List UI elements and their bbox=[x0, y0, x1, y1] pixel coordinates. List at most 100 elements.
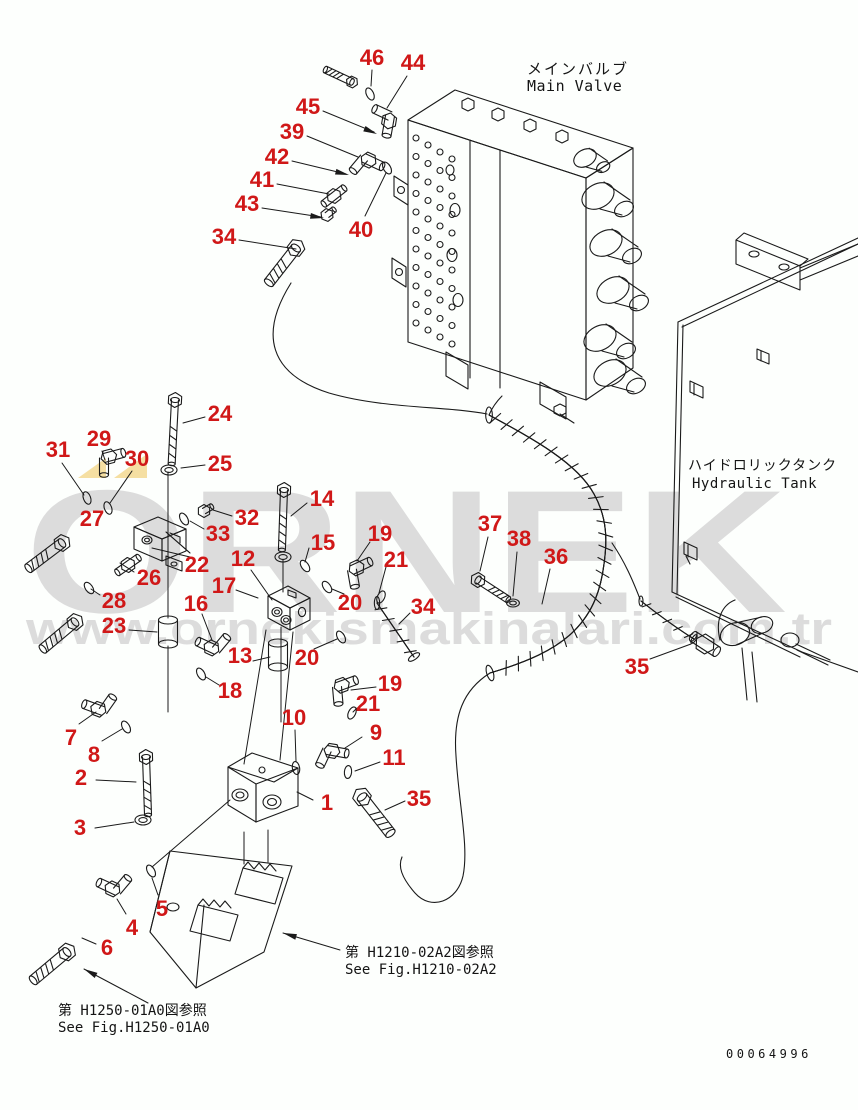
callout-21-34: 21 bbox=[352, 691, 380, 716]
manifold-block-drawing bbox=[227, 752, 299, 823]
part-number-34: 34 bbox=[212, 224, 237, 249]
fitting-plug-43 bbox=[320, 206, 337, 222]
callout-15-22: 15 bbox=[304, 530, 335, 563]
part-number-11: 11 bbox=[382, 745, 405, 770]
wrapped-stub-35-render bbox=[638, 595, 698, 644]
fitting-elbow-44 bbox=[371, 104, 398, 139]
bracket-plate-drawing bbox=[149, 850, 293, 989]
callout-30-13: 30 bbox=[109, 446, 149, 504]
callout-21-30: 21 bbox=[378, 547, 408, 594]
callout-11-36: 11 bbox=[354, 745, 406, 772]
callout-1-41: 1 bbox=[296, 790, 333, 815]
callout-35-42: 35 bbox=[384, 786, 431, 811]
callout-17-24: 17 bbox=[212, 573, 259, 599]
part-number-26: 26 bbox=[137, 565, 161, 590]
fitting-plug-21a bbox=[376, 590, 386, 604]
callout-27-14: 27 bbox=[80, 506, 104, 531]
callout-13-26: 13 bbox=[228, 643, 271, 668]
callout-9-35: 9 bbox=[344, 720, 382, 749]
part-number-10: 10 bbox=[282, 705, 306, 730]
ref-note-h1250-jp: 第 H1250-01A0図参照 bbox=[58, 1002, 207, 1019]
callout-23-20: 23 bbox=[102, 613, 158, 638]
fitting-nipple-41-42 bbox=[320, 184, 348, 208]
leader-lines bbox=[83, 125, 377, 1004]
callout-34-49: 34 bbox=[398, 594, 436, 625]
watermark-accent-triangle bbox=[114, 454, 147, 478]
callout-35-50: 35 bbox=[625, 643, 692, 679]
fitting-bolt-2 bbox=[138, 748, 154, 818]
fitting-elbow-9 bbox=[315, 742, 350, 769]
wrapped-hose-render bbox=[485, 406, 614, 682]
fitting-oring-5 bbox=[145, 864, 157, 878]
callout-34-7: 34 bbox=[212, 224, 297, 250]
fitting-elbow-19b bbox=[331, 675, 359, 707]
part-number-20: 20 bbox=[295, 645, 319, 670]
fitting-fitting-23 bbox=[38, 613, 84, 654]
part-number-4: 4 bbox=[126, 915, 139, 940]
callout-19-29: 19 bbox=[356, 521, 392, 562]
hydraulic-tank-drawing bbox=[671, 232, 858, 703]
fitting-oring-18 bbox=[195, 667, 207, 681]
callout-16-25: 16 bbox=[184, 591, 213, 641]
fitting-fitting-35-bottom bbox=[352, 787, 396, 838]
fitting-oring-30 bbox=[103, 501, 113, 515]
callout-8-38: 8 bbox=[88, 728, 123, 767]
part-number-40: 40 bbox=[349, 217, 373, 242]
fitting-oring-11 bbox=[343, 764, 353, 780]
hydraulic-tank-label-en: Hydraulic Tank bbox=[692, 476, 817, 492]
callout-7-37: 7 bbox=[65, 711, 97, 750]
fitting-elbow-7 bbox=[81, 693, 118, 718]
part-number-34: 34 bbox=[411, 594, 436, 619]
valve-hose-neck bbox=[488, 395, 503, 416]
part-number-32: 32 bbox=[235, 505, 259, 530]
callout-10-32: 10 bbox=[282, 705, 306, 762]
junction-block-drawing bbox=[267, 585, 311, 631]
part-number-2: 2 bbox=[75, 765, 87, 790]
callout-31-11: 31 bbox=[46, 437, 85, 496]
callout-24-9: 24 bbox=[182, 401, 233, 426]
part-number-18: 18 bbox=[218, 678, 242, 703]
callout-5-43: 5 bbox=[151, 877, 168, 921]
part-number-6: 6 bbox=[101, 935, 113, 960]
callout-3-40: 3 bbox=[74, 815, 135, 840]
fitting-elbow-4 bbox=[95, 874, 133, 898]
fitting-spacer-13 bbox=[267, 638, 289, 672]
part-number-42: 42 bbox=[265, 144, 289, 169]
part-number-41: 41 bbox=[250, 167, 274, 192]
part-number-13: 13 bbox=[228, 643, 252, 668]
callout-46-0: 46 bbox=[360, 45, 384, 87]
fitting-oring-20b bbox=[335, 630, 347, 644]
part-number-33: 33 bbox=[206, 521, 230, 546]
fitting-fitting-34 bbox=[263, 239, 306, 288]
return-hose-loop bbox=[399, 672, 491, 903]
fitting-plug-32 bbox=[197, 503, 215, 519]
part-number-37: 37 bbox=[478, 511, 502, 536]
callout-38-47: 38 bbox=[507, 526, 531, 597]
fitting-nipple-26 bbox=[114, 553, 142, 577]
part-number-12: 12 bbox=[231, 546, 255, 571]
hydraulic-tank-label-jp: ハイドロリックタンク bbox=[688, 458, 837, 474]
fitting-oring-15 bbox=[299, 559, 311, 573]
part-number-22: 22 bbox=[185, 552, 209, 577]
main-valve-drawing bbox=[391, 89, 634, 424]
main-valve-label-jp: メインバルブ bbox=[527, 60, 629, 78]
part-number-39: 39 bbox=[280, 119, 304, 144]
ref-note-h1210-jp: 第 H1210-02A2図参照 bbox=[345, 944, 494, 961]
callout-41-5: 41 bbox=[250, 167, 330, 195]
part-number-19: 19 bbox=[378, 671, 402, 696]
fitting-oring-38 bbox=[506, 598, 520, 608]
part-number-5: 5 bbox=[156, 896, 168, 921]
part-number-43: 43 bbox=[235, 191, 259, 216]
fitting-fitting-27 bbox=[24, 534, 71, 574]
main-valve-label-en: Main Valve bbox=[527, 77, 622, 95]
part-number-30: 30 bbox=[125, 446, 149, 471]
valve-bolt-holes bbox=[412, 134, 456, 348]
fitting-bolt-14 bbox=[276, 481, 292, 553]
doc-number: 00064996 bbox=[726, 1047, 812, 1061]
part-number-44: 44 bbox=[401, 50, 426, 75]
ref-note-h1210-en: See Fig.H1210-02A2 bbox=[345, 962, 497, 978]
callout-18-31: 18 bbox=[205, 676, 242, 703]
callout-39-3: 39 bbox=[280, 119, 359, 158]
part-number-35: 35 bbox=[407, 786, 431, 811]
